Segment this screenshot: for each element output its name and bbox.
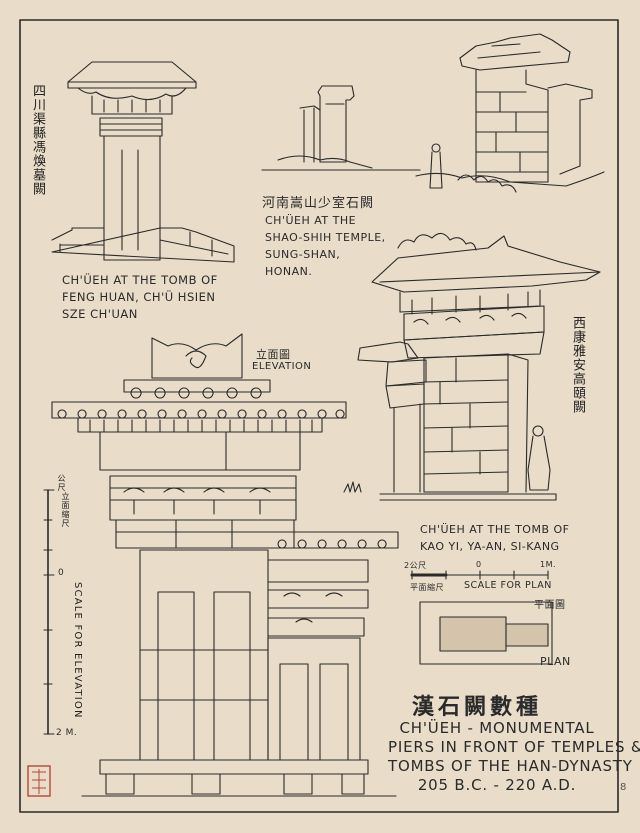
title-en-line: CH'ÜEH - MONUMENTAL — [399, 719, 595, 737]
sheet-number: 8 — [620, 782, 627, 793]
feng-huan-caption-line: CH'ÜEH AT THE TOMB OF — [62, 273, 218, 287]
elev-scale-top: 公尺 — [57, 474, 66, 492]
feng-huan-pier-drawing — [51, 61, 235, 263]
feng-huan-caption: CH'ÜEH AT THE TOMB OF FENG HUAN, CH'Ü HS… — [62, 272, 218, 323]
shao-shih-caption-line: SUNG-SHAN, — [265, 248, 341, 261]
elev-scale-bottom: 2 M. — [56, 728, 78, 738]
seal-stamp-icon — [27, 765, 51, 797]
elevation-scale-bar — [43, 489, 55, 735]
elevation-drawing — [51, 333, 399, 797]
gao-yi-pier-drawing — [343, 232, 601, 501]
plan-scale-0: 0 — [476, 560, 482, 569]
plan-scale-en: SCALE FOR PLAN — [464, 580, 552, 591]
plan-scale-1: 1M. — [540, 560, 557, 569]
kao-yi-caption-line: KAO YI, YA-AN, SI-KANG — [420, 540, 560, 553]
plan-scale-bar — [410, 570, 549, 580]
henan-cn-label: 河南嵩山少室石闕 — [262, 196, 375, 211]
elev-scale-cn: 立面縮尺 — [61, 492, 70, 528]
title-en-line: PIERS IN FRONT OF TEMPLES & — [388, 738, 640, 756]
kao-yi-caption-line: CH'ÜEH AT THE TOMB OF — [420, 523, 570, 536]
feng-huan-caption-line: SZE CH'UAN — [62, 307, 138, 321]
plan-scale-cn: 平面縮尺 — [410, 583, 444, 592]
ruined-pier-drawing — [415, 33, 605, 193]
plan-drawing — [419, 601, 553, 665]
elev-scale-zero: 0 — [58, 568, 65, 578]
title-en-line: TOMBS OF THE HAN-DYNASTY — [388, 757, 633, 775]
elevation-cn-label: 立面圖 — [256, 348, 291, 361]
plan-en-label: PLAN — [540, 655, 571, 668]
page-border — [19, 19, 619, 813]
feng-huan-caption-line: FENG HUAN, CH'Ü HSIEN — [62, 290, 216, 304]
elevation-en-label: ELEVATION — [252, 361, 312, 372]
shao-shih-caption-line: SHAO-SHIH TEMPLE, — [265, 231, 386, 244]
shao-shih-caption: CH'ÜEH AT THE SHAO-SHIH TEMPLE, SUNG-SHA… — [265, 212, 386, 280]
shao-shih-pier-drawing — [261, 85, 421, 171]
title-cn: 漢石闕數種 — [412, 695, 543, 720]
sichuan-cn-label: 四川渠縣馮煥墓闕 — [30, 84, 45, 196]
title-en: CH'ÜEH - MONUMENTAL PIERS IN FRONT OF TE… — [388, 719, 640, 795]
title-en-line: 205 B.C. - 220 A.D. — [417, 776, 577, 794]
shao-shih-caption-line: HONAN. — [265, 265, 313, 278]
xikang-cn-label: 西康雅安高頤闕 — [570, 316, 585, 414]
kao-yi-caption: CH'ÜEH AT THE TOMB OF KAO YI, YA-AN, SI-… — [420, 521, 569, 555]
shao-shih-caption-line: CH'ÜEH AT THE — [265, 214, 357, 227]
plan-cn-label: 平面圖 — [534, 600, 566, 611]
plan-scale-2: 2公尺 — [404, 561, 427, 570]
elev-scale-en: SCALE FOR ELEVATION — [72, 582, 83, 719]
